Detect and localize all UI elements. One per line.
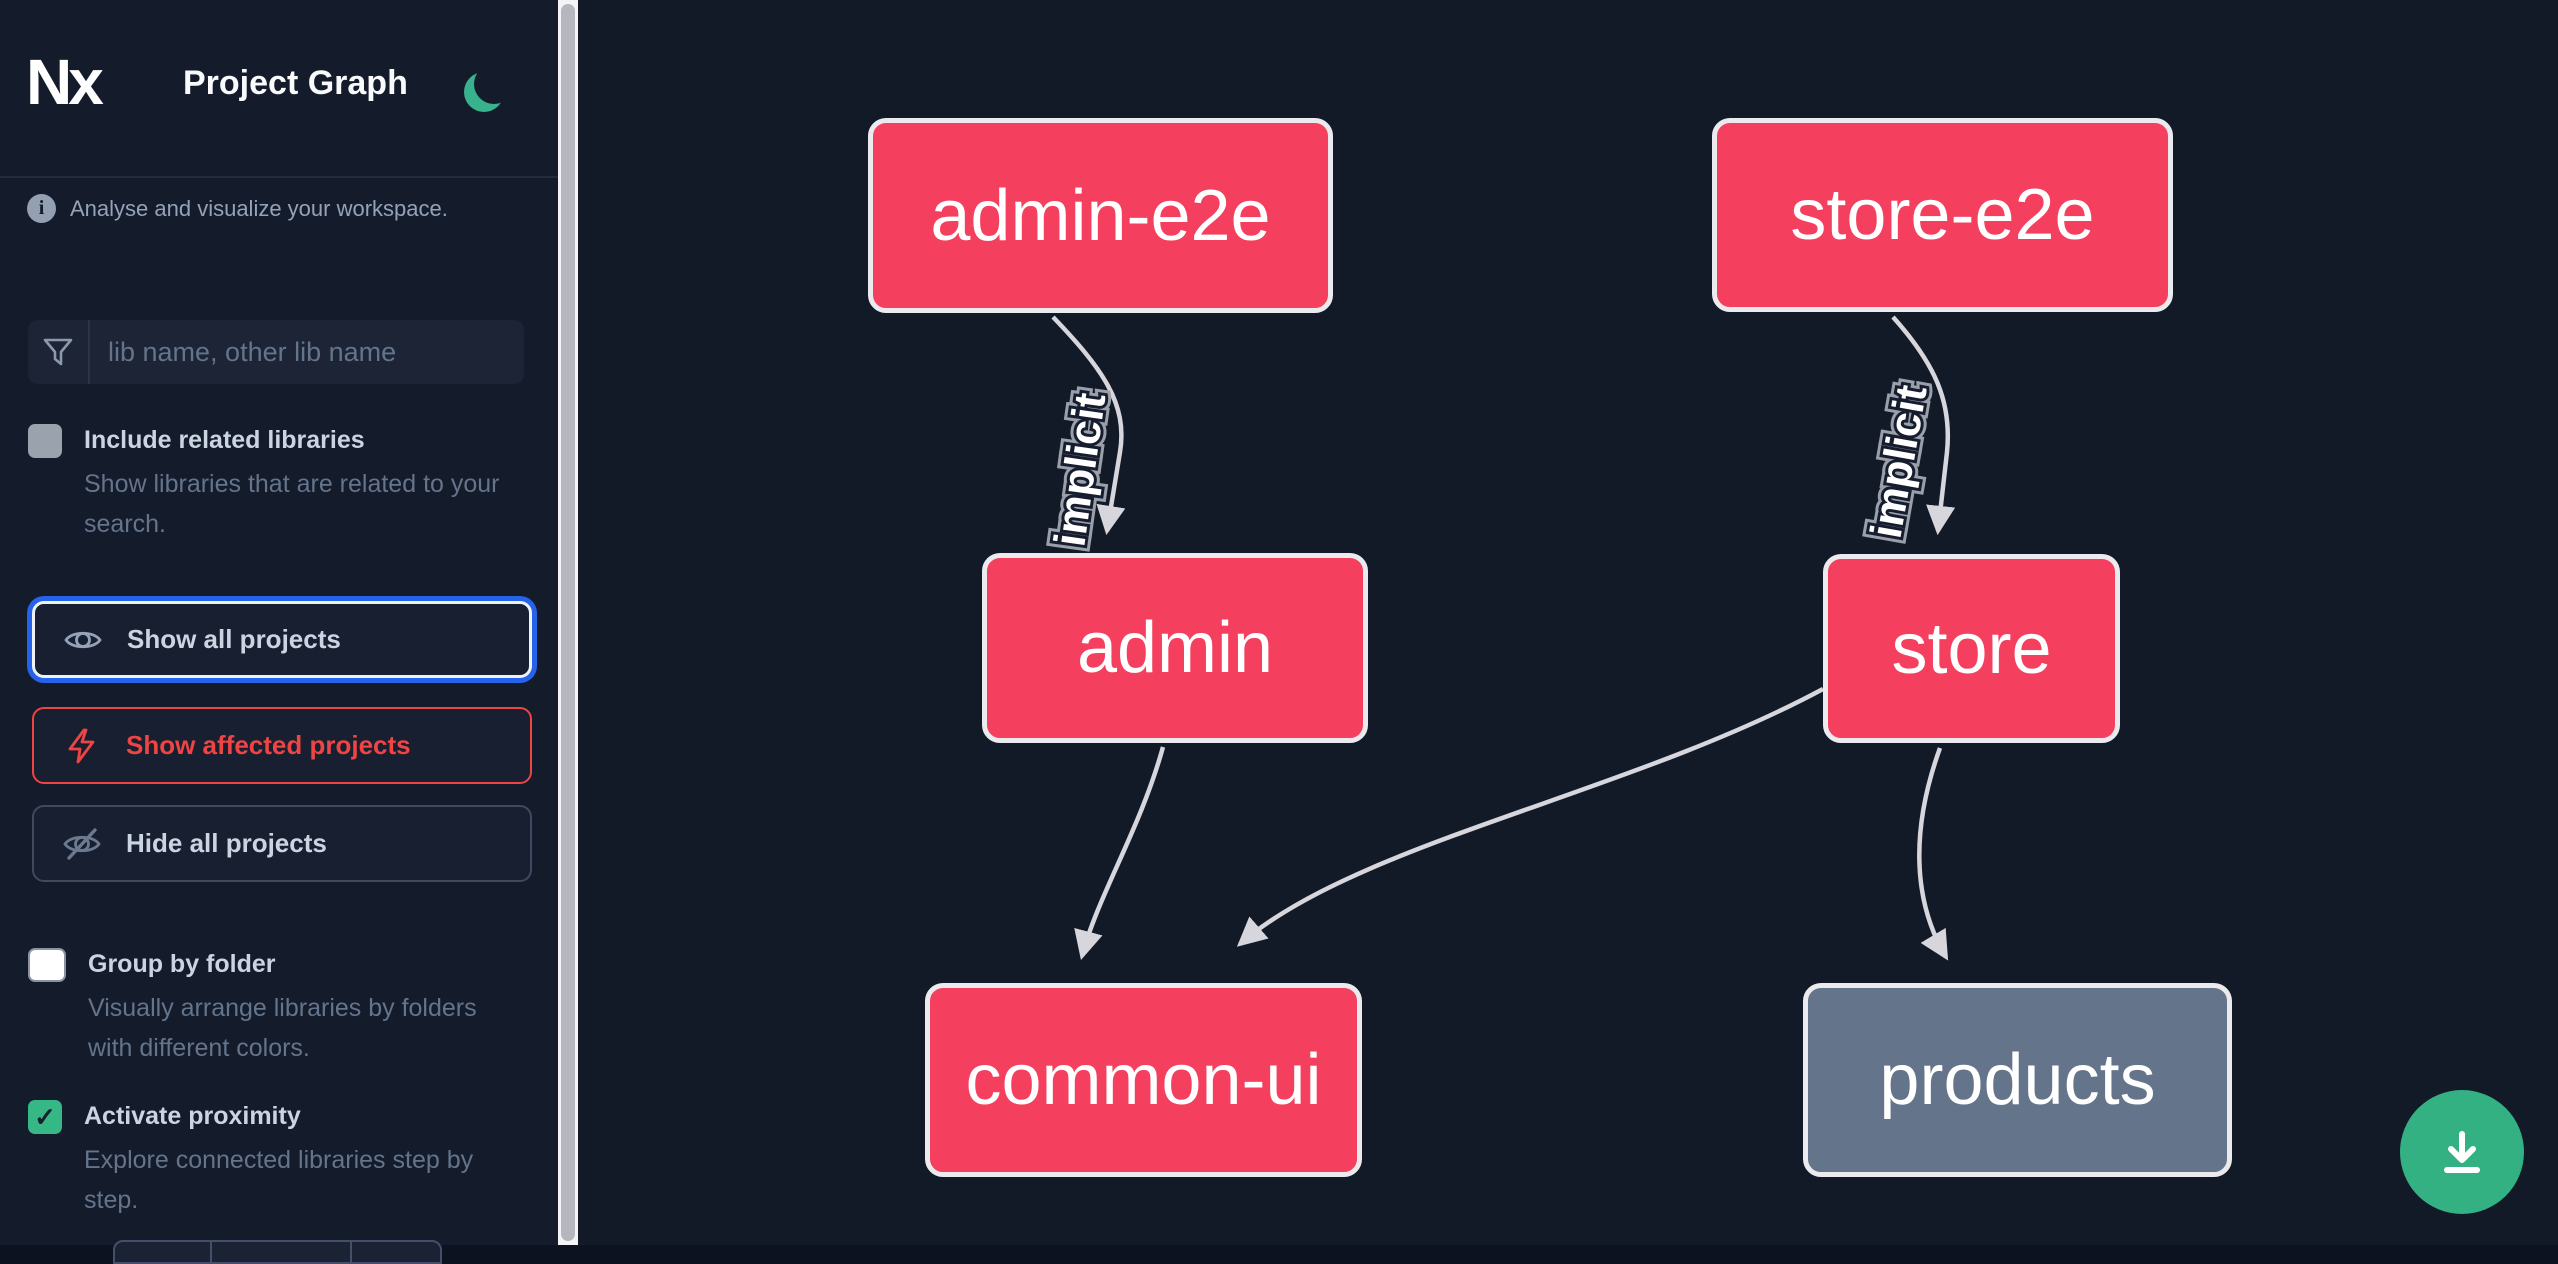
option-description: Explore connected libraries step by step… bbox=[84, 1146, 474, 1214]
option-include-related[interactable]: Include related libraries Show libraries… bbox=[28, 422, 504, 544]
option-activate-proximity[interactable]: ✓ Activate proximity Explore connected l… bbox=[28, 1098, 504, 1220]
page-title: Project Graph bbox=[183, 64, 408, 102]
sidebar-scrollbar[interactable] bbox=[558, 0, 578, 1245]
eye-off-icon bbox=[63, 827, 101, 860]
graph-edges-layer: implicit implicit implicit implicit bbox=[1039, 315, 1956, 961]
search-input[interactable] bbox=[90, 320, 524, 384]
sidebar-header: Nx Project Graph bbox=[0, 0, 558, 178]
option-label: Activate proximity bbox=[84, 1102, 301, 1130]
edge-admin-e2e-to-admin[interactable] bbox=[1051, 315, 1126, 536]
edge-store-to-common-ui[interactable] bbox=[1236, 687, 1825, 947]
download-icon bbox=[2444, 1131, 2480, 1173]
download-graph-button[interactable] bbox=[2400, 1090, 2524, 1214]
option-description: Show libraries that are related to your … bbox=[84, 470, 500, 538]
node-admin-e2e[interactable]: admin-e2e bbox=[868, 118, 1333, 313]
info-icon: i bbox=[27, 194, 56, 223]
show-all-projects-button[interactable]: Show all projects bbox=[32, 601, 532, 678]
eye-icon bbox=[64, 631, 102, 648]
partial-button-group[interactable] bbox=[113, 1240, 442, 1264]
option-label: Group by folder bbox=[88, 950, 276, 978]
option-group-by-folder[interactable]: Group by folder Visually arrange librari… bbox=[28, 946, 508, 1068]
nx-logo-icon: Nx bbox=[26, 46, 104, 118]
edge-label-implicit: implicit bbox=[1045, 390, 1115, 550]
option-label: Include related libraries bbox=[84, 426, 365, 454]
graph-canvas[interactable]: implicit implicit implicit implicit admi… bbox=[578, 0, 2558, 1245]
checkbox-activate-proximity[interactable]: ✓ bbox=[28, 1100, 62, 1134]
node-products[interactable]: products bbox=[1803, 983, 2232, 1177]
button-label: Hide all projects bbox=[126, 828, 327, 858]
node-common-ui[interactable]: common-ui bbox=[925, 983, 1362, 1177]
edge-labels: implicit implicit implicit implicit bbox=[1039, 375, 1942, 555]
hide-all-projects-button[interactable]: Hide all projects bbox=[32, 805, 532, 882]
checkbox-include-related[interactable] bbox=[28, 424, 62, 458]
node-store-e2e[interactable]: store-e2e bbox=[1712, 118, 2173, 312]
theme-toggle-button[interactable] bbox=[466, 58, 524, 116]
edge-store-to-products[interactable] bbox=[1917, 747, 1949, 961]
workspace-info: i Analyse and visualize your workspace. bbox=[27, 194, 448, 223]
edge-store-e2e-to-store[interactable] bbox=[1891, 315, 1956, 536]
scrollbar-thumb[interactable] bbox=[561, 4, 575, 1241]
button-label: Show affected projects bbox=[126, 730, 411, 760]
button-label: Show all projects bbox=[127, 624, 341, 654]
moon-icon bbox=[474, 64, 514, 104]
edge-admin-to-common-ui[interactable] bbox=[1074, 746, 1166, 960]
show-affected-projects-button[interactable]: Show affected projects bbox=[32, 707, 532, 784]
node-admin[interactable]: admin bbox=[982, 553, 1368, 743]
workspace-info-text: Analyse and visualize your workspace. bbox=[70, 195, 448, 221]
node-store[interactable]: store bbox=[1823, 554, 2120, 743]
bolt-icon bbox=[68, 728, 95, 763]
option-description: Visually arrange libraries by folders wi… bbox=[88, 994, 477, 1062]
search-box bbox=[28, 320, 524, 384]
edge-label-implicit: implicit bbox=[1862, 381, 1937, 542]
filter-funnel-icon bbox=[28, 320, 90, 384]
sidebar: Nx Project Graph i Analyse and visualize… bbox=[0, 0, 558, 1264]
checkbox-group-by-folder[interactable] bbox=[28, 948, 66, 982]
